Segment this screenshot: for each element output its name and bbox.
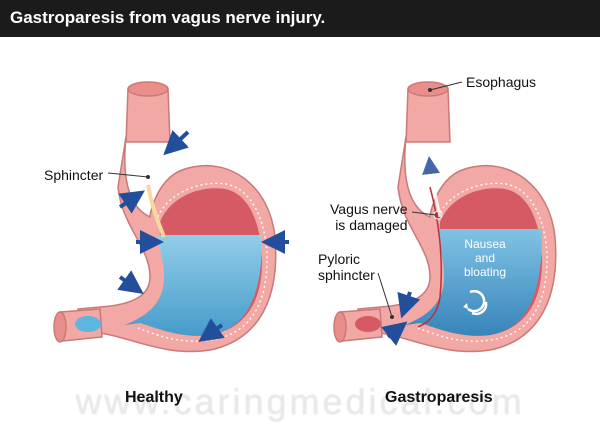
gastroparesis-stomach (333, 81, 557, 353)
duodenum-inner-right (355, 316, 381, 332)
arrow-right-2 (381, 321, 408, 346)
stomach-lining-right (417, 182, 548, 342)
label-nausea-line2: and (474, 251, 496, 265)
caption-gastroparesis: Gastroparesis (385, 389, 493, 406)
label-pyloric-line1: Pyloric (318, 251, 361, 267)
label-nausea-line3: bloating (463, 265, 507, 279)
label-vagus-line1: Vagus nerve (330, 201, 408, 217)
esophagus-leader (429, 81, 463, 91)
reflux-arrow (422, 156, 442, 218)
label-vagus-line2: is damaged (335, 217, 408, 233)
duodenum-fluid (75, 316, 101, 332)
label-esophagus: Esophagus (466, 74, 537, 90)
page-title: Gastroparesis from vagus nerve injury. (10, 8, 326, 27)
label-nausea-line1: Nausea (464, 237, 506, 251)
stomach-lining (137, 182, 268, 342)
vagus-leader (411, 211, 437, 216)
arrow-1 (163, 130, 190, 156)
swirl-icon (463, 289, 488, 316)
pyloric-leader (377, 272, 393, 318)
label-pyloric: Pyloric sphincter (318, 251, 375, 283)
arrow-2 (118, 190, 145, 214)
esophagus-tube-right (405, 88, 451, 143)
sphincter-leader (107, 172, 149, 178)
caption-healthy: Healthy (125, 389, 183, 406)
esophagus-opening (127, 81, 169, 97)
arrow-5 (117, 270, 144, 294)
label-pyloric-line2: sphincter (318, 267, 375, 283)
duodenum-opening (53, 311, 67, 343)
duodenum-opening-right (333, 311, 347, 343)
stomach-diagram: Sphincter Esophagus Vagus nerve is damag… (0, 37, 600, 440)
title-bar: Gastroparesis from vagus nerve injury. (0, 0, 600, 37)
label-nausea: Nausea and bloating (455, 237, 515, 279)
label-vagus: Vagus nerve is damaged (330, 201, 408, 233)
healthy-stomach (53, 81, 289, 353)
label-sphincter: Sphincter (44, 167, 104, 183)
arrow-right-1 (397, 291, 421, 319)
stomach-fluid (125, 235, 263, 336)
esophagus-opening-right (407, 81, 449, 97)
esophagus-tube (125, 88, 171, 143)
stomach-fluid-right (405, 229, 543, 336)
arrow-6 (198, 318, 225, 342)
watermark: www.caringmedical.com (75, 381, 525, 422)
illustration (53, 81, 557, 353)
